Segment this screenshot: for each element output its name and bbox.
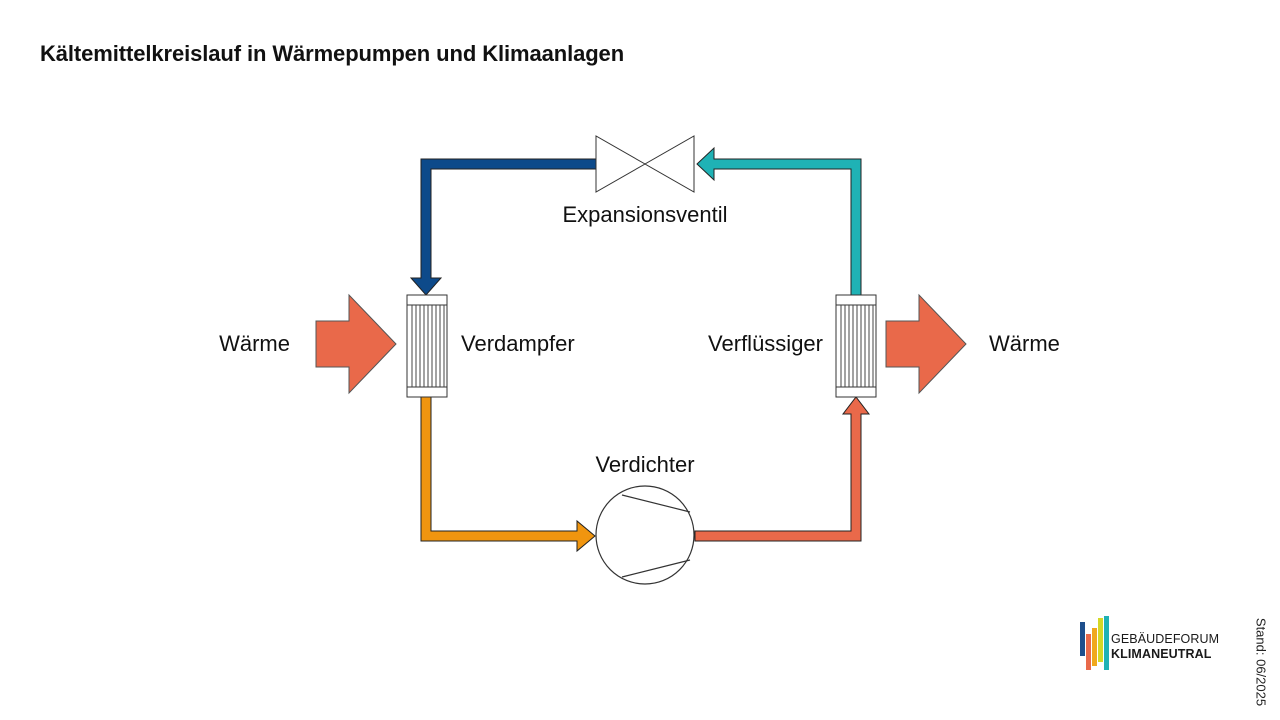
pipe-valve-to-evaporator xyxy=(409,158,597,296)
logo: GEBÄUDEFORUM KLIMANEUTRAL xyxy=(1080,616,1230,672)
logo-line2: KLIMANEUTRAL xyxy=(1111,647,1212,661)
heat-in-label: Wärme xyxy=(219,331,290,356)
condenser xyxy=(835,294,877,398)
compressor-label: Verdichter xyxy=(595,452,695,477)
stand-date: Stand: 06/2025 xyxy=(1253,617,1269,707)
heat-in-arrow xyxy=(315,293,397,395)
heat-out-label: Wärme xyxy=(989,331,1060,356)
heat-out-arrow xyxy=(885,293,967,395)
condenser-label: Verflüssiger xyxy=(708,331,823,356)
pipe-evaporator-to-compressor xyxy=(420,396,596,553)
page-title: Kältemittelkreislauf in Wärmepumpen und … xyxy=(40,41,625,66)
expansion-valve xyxy=(595,135,695,193)
evaporator-label: Verdampfer xyxy=(461,331,575,356)
pipe-condenser-to-valve xyxy=(696,146,862,296)
logo-bars-icon xyxy=(1080,616,1109,670)
compressor xyxy=(595,485,695,585)
pipe-compressor-to-condenser xyxy=(694,396,871,542)
logo-line1: GEBÄUDEFORUM xyxy=(1111,632,1220,646)
evaporator xyxy=(406,294,448,398)
expansion-valve-label: Expansionsventil xyxy=(562,202,728,227)
